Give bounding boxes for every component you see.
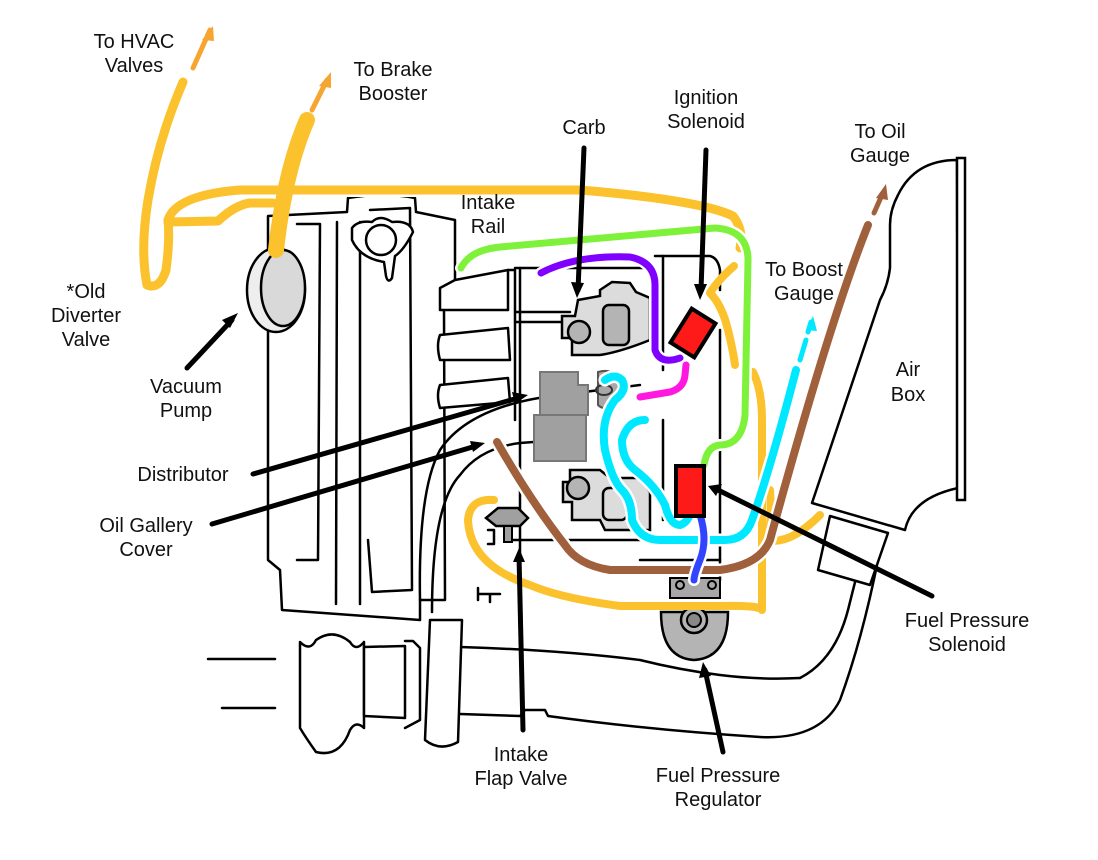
label-fuel-solenoid-line2: Solenoid bbox=[928, 634, 1006, 656]
label-oil-gauge-line1: To Oil bbox=[854, 121, 905, 143]
boost-gauge-arrowhead bbox=[806, 316, 817, 331]
label-flap-valve-line2: Flap Valve bbox=[474, 768, 567, 790]
green-line bbox=[455, 222, 754, 471]
brown-oil-line bbox=[490, 184, 888, 577]
air-box bbox=[810, 156, 967, 587]
cyan-boost-line bbox=[597, 316, 817, 547]
oil-filler-cap bbox=[350, 216, 415, 282]
label-fuel-solenoid-line1: Fuel Pressure bbox=[905, 610, 1030, 632]
engine-block bbox=[266, 193, 457, 622]
fuel-regulator-leader bbox=[702, 667, 726, 755]
fuel-pressure-regulator-body bbox=[659, 577, 730, 662]
downpipe bbox=[423, 618, 464, 748]
label-boost-gauge-line1: To Boost bbox=[765, 259, 843, 281]
label-vacuum-pump-line1: Vacuum bbox=[150, 376, 222, 398]
oil-gauge-arrowhead bbox=[876, 184, 888, 200]
label-hvac-line2: Valves bbox=[105, 55, 164, 77]
label-diverter-line3: Valve bbox=[62, 329, 111, 351]
brake-arrowhead bbox=[319, 72, 331, 88]
label-vacuum-pump-line2: Pump bbox=[160, 400, 212, 422]
hvac-arrowhead bbox=[202, 26, 214, 41]
magenta-line bbox=[634, 359, 692, 403]
distributor-leader bbox=[250, 395, 521, 477]
label-air-box-line1: Air bbox=[896, 359, 921, 381]
leaders bbox=[184, 145, 935, 755]
label-distributor: Distributor bbox=[137, 464, 228, 486]
label-fuel-regulator-line1: Fuel Pressure bbox=[656, 765, 781, 787]
label-oil-gallery-line2: Cover bbox=[119, 539, 173, 561]
flap-valve-leader bbox=[516, 553, 526, 733]
carb-leader bbox=[575, 145, 587, 293]
label-hvac-line1: To HVAC bbox=[94, 31, 175, 53]
label-flap-valve-line1: Intake bbox=[494, 744, 548, 766]
ignition-solenoid-body bbox=[667, 305, 719, 361]
label-air-box-line2: Box bbox=[891, 384, 925, 406]
label-intake-rail-line1: Intake bbox=[461, 192, 515, 214]
label-oil-gauge-line2: Gauge bbox=[850, 145, 910, 167]
fuel-pressure-solenoid-body bbox=[674, 464, 706, 518]
labels: To HVAC Valves To Brake Booster *Old Div… bbox=[51, 31, 1029, 811]
label-ignition-line1: Ignition bbox=[674, 87, 739, 109]
intake-flap-valve-body bbox=[476, 506, 530, 604]
label-ignition-line2: Solenoid bbox=[667, 111, 745, 133]
label-diverter-line2: Diverter bbox=[51, 305, 121, 327]
vacuum-pump bbox=[245, 246, 307, 334]
purple-line bbox=[535, 250, 686, 367]
label-oil-gallery-line1: Oil Gallery bbox=[99, 515, 192, 537]
hoses bbox=[136, 26, 888, 614]
carb-body bbox=[560, 280, 652, 357]
oil-gallery-leader bbox=[209, 443, 479, 527]
label-fuel-regulator-line2: Regulator bbox=[675, 789, 762, 811]
label-diverter-line1: *Old bbox=[67, 281, 106, 303]
blue-fuel-line bbox=[688, 509, 710, 586]
label-carb: Carb bbox=[562, 117, 605, 139]
vacuum-pump-leader bbox=[184, 317, 235, 371]
yellow-vacuum-line bbox=[136, 75, 824, 614]
label-brake-line1: To Brake bbox=[354, 59, 433, 81]
ignition-leader bbox=[698, 147, 709, 293]
fuel-solenoid-leader bbox=[715, 487, 935, 599]
label-boost-gauge-line2: Gauge bbox=[774, 283, 834, 305]
label-intake-rail-line2: Rail bbox=[471, 216, 505, 238]
label-brake-line2: Booster bbox=[359, 83, 428, 105]
